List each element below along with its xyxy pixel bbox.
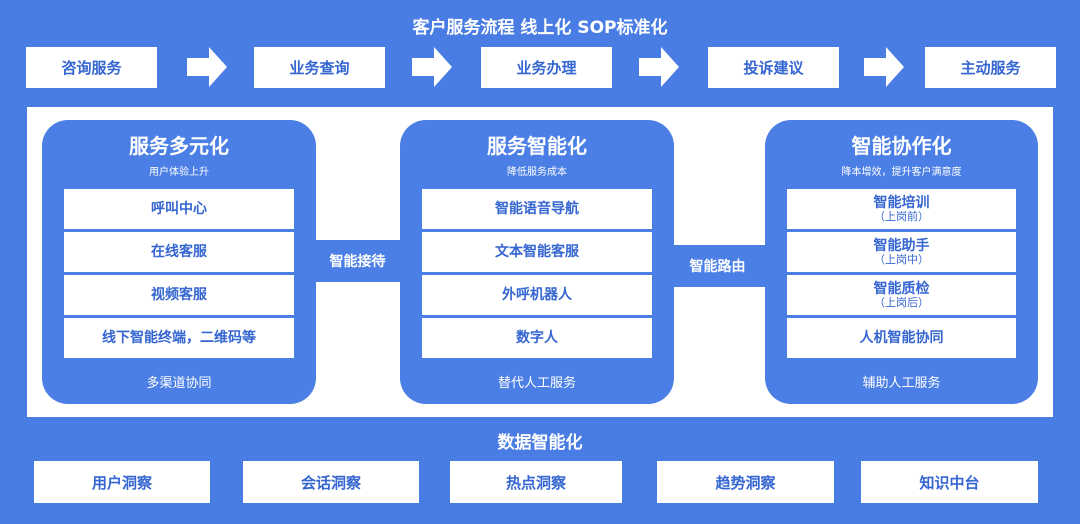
item-label: 智能质检: [873, 280, 930, 297]
column-footer: 多渠道协同: [146, 376, 212, 391]
data-section-title: 数据智能化: [497, 433, 583, 453]
column-subtitle: 用户体验上升: [149, 167, 209, 178]
item-note: （上岗前）: [874, 209, 929, 223]
item-human-machine: 人机智能协同: [787, 318, 1016, 358]
item-label: 文本智能客服: [495, 243, 579, 260]
item-label: 智能助手: [873, 237, 930, 254]
item-offline-terminal: 线下智能终端，二维码等: [64, 318, 294, 358]
column-title: 服务智能化: [487, 134, 587, 158]
item-call-center: 呼叫中心: [64, 189, 294, 229]
data-item-user-insight: 用户洞察: [34, 461, 210, 503]
item-note: （上岗中）: [874, 252, 929, 266]
item-label: 呼叫中心: [151, 200, 207, 217]
item-label: 智能培训: [873, 194, 930, 211]
data-item-knowledge-hub: 知识中台: [861, 461, 1038, 503]
connector-smart-reception: 智能接待: [300, 240, 415, 282]
flow-step-consult: 咨询服务: [26, 47, 157, 88]
arrow-right-icon: [410, 45, 454, 89]
item-smart-assistant: 智能助手 （上岗中）: [787, 232, 1016, 272]
flow-step-complaint: 投诉建议: [708, 47, 839, 88]
item-label: 人机智能协同: [859, 329, 944, 346]
flow-step-proactive: 主动服务: [925, 47, 1056, 88]
item-smart-training: 智能培训 （上岗前）: [787, 189, 1016, 229]
column-items: 呼叫中心 在线客服 视频客服 线下智能终端，二维码等: [64, 189, 294, 361]
item-voice-navigation: 智能语音导航: [422, 189, 652, 229]
item-outbound-robot: 外呼机器人: [422, 275, 652, 315]
item-digital-human: 数字人: [422, 318, 652, 358]
column-footer: 替代人工服务: [497, 376, 576, 391]
item-label: 数字人: [516, 329, 558, 346]
diagram-title: 客户服务流程 线上化 SOP标准化: [412, 18, 668, 38]
data-item-hotspot-insight: 热点洞察: [450, 461, 622, 503]
flow-step-query: 业务查询: [254, 47, 385, 88]
column-items: 智能语音导航 文本智能客服 外呼机器人 数字人: [422, 189, 652, 361]
data-item-trend-insight: 趋势洞察: [657, 461, 834, 503]
item-note: （上岗后）: [874, 295, 929, 309]
item-online-service: 在线客服: [64, 232, 294, 272]
column-footer: 辅助人工服务: [862, 376, 941, 391]
item-video-service: 视频客服: [64, 275, 294, 315]
item-label: 外呼机器人: [502, 286, 572, 303]
column-collaboration: 智能协作化 降本增效，提升客户满意度 智能培训 （上岗前） 智能助手 （上岗中）…: [765, 120, 1038, 404]
connector-smart-routing: 智能路由: [660, 245, 775, 287]
arrow-right-icon: [862, 45, 906, 89]
column-items: 智能培训 （上岗前） 智能助手 （上岗中） 智能质检 （上岗后） 人机智能协同: [787, 189, 1016, 361]
item-label: 线下智能终端，二维码等: [102, 329, 256, 346]
item-label: 在线客服: [151, 243, 207, 260]
arrow-right-icon: [637, 45, 681, 89]
column-title: 智能协作化: [851, 134, 952, 158]
data-item-session-insight: 会话洞察: [243, 461, 419, 503]
arrow-right-icon: [185, 45, 229, 89]
flow-step-handle: 业务办理: [481, 47, 612, 88]
item-smart-qa: 智能质检 （上岗后）: [787, 275, 1016, 315]
column-diversification: 服务多元化 用户体验上升 呼叫中心 在线客服 视频客服 线下智能终端，二维码等 …: [42, 120, 316, 404]
column-intelligence: 服务智能化 降低服务成本 智能语音导航 文本智能客服 外呼机器人 数字人 替代人…: [400, 120, 674, 404]
item-label: 视频客服: [151, 286, 207, 303]
item-label: 智能语音导航: [495, 200, 579, 217]
column-subtitle: 降低服务成本: [507, 167, 567, 178]
item-text-bot: 文本智能客服: [422, 232, 652, 272]
column-title: 服务多元化: [129, 134, 229, 158]
column-subtitle: 降本增效，提升客户满意度: [841, 167, 962, 178]
